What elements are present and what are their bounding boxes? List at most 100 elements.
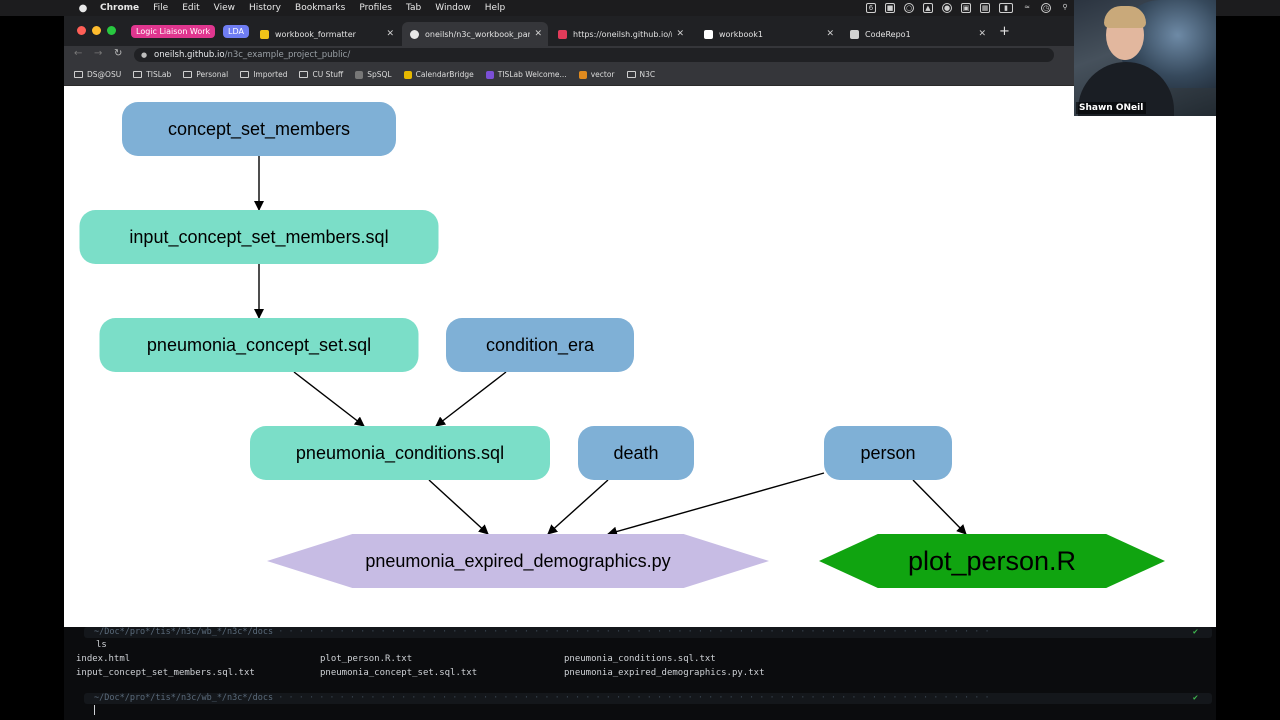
extension-icon[interactable]: ■ — [885, 3, 895, 13]
minimize-window-icon[interactable] — [92, 26, 101, 35]
terminal-window[interactable]: ~/Doc*/pro*/tis*/n3c/wb_*/n3c*/docs · · … — [64, 627, 1216, 720]
menu-tab[interactable]: Tab — [406, 3, 422, 13]
close-window-icon[interactable] — [77, 26, 86, 35]
bookmark-label: TISLab — [146, 70, 172, 79]
close-tab-icon[interactable]: ✕ — [826, 29, 834, 39]
bookmark-personal[interactable]: Personal — [183, 70, 228, 79]
diagram-nodes: concept_set_members input_concept_set_mem… — [79, 102, 1165, 588]
tab-workbook-formatter[interactable]: workbook_formatter ✕ — [252, 22, 400, 46]
node-shape — [250, 426, 550, 480]
tab-strip: Logic Liaison Work LDA workbook_formatte… — [64, 16, 1216, 46]
search-icon[interactable]: ⚲ — [1062, 3, 1068, 11]
screen-icon[interactable]: ▣ — [961, 3, 971, 13]
menu-window[interactable]: Window — [435, 3, 471, 13]
menu-view[interactable]: View — [213, 3, 235, 13]
prompt-path: ~/Doc*/pro*/tis*/n3c/wb_*/n3c*/docs — [94, 693, 274, 703]
webcam-person-hair — [1104, 6, 1146, 28]
node-shape — [819, 534, 1165, 588]
forward-icon[interactable]: → — [94, 48, 103, 59]
node-label: concept_set_members — [168, 119, 350, 140]
reload-icon[interactable]: ↻ — [114, 48, 123, 59]
tab-coderepo1[interactable]: CodeRepo1 ✕ — [842, 22, 992, 46]
bookmarks-bar: DS@OSU TISLab Personal Imported CU Stuff… — [64, 64, 1216, 86]
node-pcs[interactable]: pneumonia_concept_set.sql — [99, 318, 419, 372]
record-icon[interactable]: ● — [942, 3, 952, 13]
spsql-icon — [355, 70, 364, 79]
tab-workbook1[interactable]: workbook1 ✕ — [696, 22, 840, 46]
menu-app-name[interactable]: Chrome — [100, 3, 140, 13]
node-ppr[interactable]: plot_person.R — [819, 534, 1165, 588]
clock-icon[interactable]: ◷ — [1041, 3, 1051, 13]
node-csm[interactable]: concept_set_members — [122, 102, 396, 156]
bookmark-label: Imported — [253, 70, 288, 79]
keyboard-icon[interactable]: ▦ — [980, 3, 990, 13]
menu-edit[interactable]: Edit — [182, 3, 200, 13]
shield-icon[interactable]: ▲ — [923, 3, 933, 13]
bookmark-tislab-welcome[interactable]: TISLab Welcome... — [485, 70, 567, 79]
close-tab-icon[interactable]: ✕ — [978, 29, 986, 39]
bookmark-cu-stuff[interactable]: CU Stuff — [299, 70, 343, 79]
terminal-file: pneumonia_expired_demographics.py.txt — [564, 668, 765, 678]
doc-icon — [704, 29, 713, 39]
bookmark-n3c[interactable]: N3C — [626, 70, 656, 79]
menu-profiles[interactable]: Profiles — [359, 3, 392, 13]
bookmark-vector[interactable]: vector — [578, 70, 615, 79]
url-host: oneilsh.github.io — [154, 50, 225, 60]
back-icon[interactable]: ← — [74, 48, 83, 59]
node-label: input_concept_set_members.sql — [129, 227, 388, 248]
bookmark-ds-osu[interactable]: DS@OSU — [74, 70, 121, 79]
success-check-icon: ✔ — [1192, 693, 1198, 703]
tab-group-logic-liaison[interactable]: Logic Liaison Work — [131, 25, 216, 38]
node-shape — [79, 210, 439, 264]
bookmark-tislab[interactable]: TISLab — [133, 70, 171, 79]
calendar-icon — [403, 70, 412, 79]
tab-n3c-workbook-parser[interactable]: oneilsh/n3c_workbook_parser ✕ — [402, 22, 548, 46]
vector-star-icon — [578, 70, 587, 79]
tab-label: workbook1 — [719, 29, 763, 39]
tab-github-io[interactable]: https://oneilsh.github.io/n3c ✕ — [550, 22, 690, 46]
close-tab-icon[interactable]: ✕ — [534, 29, 542, 39]
menu-bookmarks[interactable]: Bookmarks — [295, 3, 346, 13]
bookmark-spsql[interactable]: SpSQL — [355, 70, 392, 79]
bookmark-label: N3C — [639, 70, 656, 79]
edge-person-to-ppr — [912, 479, 967, 535]
node-pc[interactable]: pneumonia_conditions.sql — [250, 426, 550, 480]
notification-count-icon[interactable]: 6 — [866, 3, 876, 13]
prompt-path: ~/Doc*/pro*/tis*/n3c/wb_*/n3c*/docs — [94, 627, 274, 637]
bookmark-label: Personal — [196, 70, 229, 79]
tab-group-lda[interactable]: LDA — [223, 25, 249, 38]
bookmark-label: CalendarBridge — [415, 70, 474, 79]
new-tab-icon[interactable]: + — [999, 24, 1010, 39]
close-tab-icon[interactable]: ✕ — [386, 29, 394, 39]
terminal-prompt-previous: ~/Doc*/pro*/tis*/n3c/wb_*/n3c*/docs · · … — [84, 627, 1212, 638]
node-shape — [578, 426, 694, 480]
battery-icon[interactable]: ▮ — [999, 3, 1013, 13]
node-death[interactable]: death — [578, 426, 694, 480]
apple-icon[interactable]: ● — [78, 2, 88, 14]
node-ce[interactable]: condition_era — [446, 318, 634, 372]
bookmark-imported[interactable]: Imported — [240, 70, 287, 79]
menu-file[interactable]: File — [153, 3, 169, 13]
menu-history[interactable]: History — [248, 3, 282, 13]
folder-icon — [299, 71, 309, 78]
node-icsm[interactable]: input_concept_set_members.sql — [79, 210, 439, 264]
folder-icon — [133, 71, 143, 78]
close-tab-icon[interactable]: ✕ — [676, 29, 684, 39]
globe-icon[interactable]: ○ — [904, 3, 914, 13]
edge-pcs-to-pc — [293, 371, 365, 427]
bookmark-calendarbridge[interactable]: CalendarBridge — [403, 70, 474, 79]
zoom-window-icon[interactable] — [107, 26, 116, 35]
lock-icon[interactable]: ● — [141, 51, 148, 59]
address-bar[interactable]: ● oneilsh.github.io/n3c_example_project_… — [134, 48, 1054, 62]
terminal-file: input_concept_set_members.sql.txt — [76, 668, 255, 678]
wifi-icon[interactable]: ≈ — [1024, 3, 1030, 11]
node-ped[interactable]: pneumonia_expired_demographics.py — [267, 534, 769, 588]
status-icons: 6 ■ ○ ▲ ● ▣ ▦ ▮ ≈ ◷ ⚲ — [866, 0, 1070, 16]
folder-icon — [240, 71, 250, 78]
tab-label: CodeRepo1 — [865, 29, 911, 39]
repo-icon — [850, 29, 859, 39]
menu-help[interactable]: Help — [484, 3, 506, 13]
terminal-file: index.html — [76, 654, 131, 664]
node-person[interactable]: person — [824, 426, 952, 480]
terminal-cursor — [94, 705, 95, 715]
